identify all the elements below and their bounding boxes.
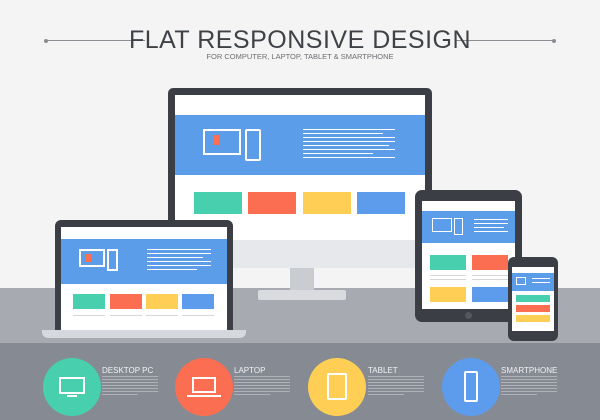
smartphone-screen xyxy=(512,267,554,331)
device-label: DESKTOP PC xyxy=(102,366,154,375)
smartphone-icon xyxy=(245,129,261,161)
title-dot-left xyxy=(44,38,48,43)
placeholder-text-line xyxy=(102,394,138,395)
placeholder-text-line xyxy=(102,391,158,392)
placeholder-text-line xyxy=(368,394,404,395)
placeholder-text-line xyxy=(234,391,290,392)
placeholder-text-line xyxy=(368,376,424,377)
desktop-screen xyxy=(175,95,425,240)
placeholder-text-line xyxy=(234,382,290,383)
placeholder-text-line xyxy=(501,379,557,380)
placeholder-text-line xyxy=(368,382,424,383)
tablet-icon xyxy=(327,373,347,400)
placeholder-text-line xyxy=(102,376,158,377)
placeholder-text-line xyxy=(234,394,270,395)
tablet xyxy=(415,190,522,322)
placeholder-text-line xyxy=(501,388,557,389)
placeholder-text-line xyxy=(234,385,290,386)
placeholder-text-line xyxy=(234,376,290,377)
tablet-screen xyxy=(422,201,515,309)
hero-banner xyxy=(175,115,425,175)
laptop-icon xyxy=(192,377,216,393)
device-label: LAPTOP xyxy=(234,366,266,375)
laptop-screen xyxy=(61,227,227,332)
placeholder-text-line xyxy=(501,391,557,392)
device-label: SMARTPHONE xyxy=(501,366,558,375)
placeholder-text-line xyxy=(102,382,158,383)
placeholder-text-line xyxy=(368,388,424,389)
page-subtitle: FOR COMPUTER, LAPTOP, TABLET & SMARTPHON… xyxy=(206,52,394,61)
desktop-pc-badge xyxy=(43,358,101,416)
monitor-icon xyxy=(203,129,241,155)
placeholder-text-line xyxy=(368,379,424,380)
smartphone xyxy=(508,257,558,341)
placeholder-text-line xyxy=(368,391,424,392)
placeholder-text-line xyxy=(501,385,557,386)
smartphone-badge xyxy=(442,358,500,416)
placeholder-text-line xyxy=(234,379,290,380)
title-dot-right xyxy=(552,38,556,43)
laptop-base xyxy=(42,330,246,338)
placeholder-text-line xyxy=(368,385,424,386)
page-title: FLAT RESPONSIVE DESIGN xyxy=(128,26,472,54)
placeholder-text-line xyxy=(102,385,158,386)
placeholder-text-line xyxy=(501,376,557,377)
placeholder-text-line xyxy=(501,382,557,383)
laptop xyxy=(55,220,233,332)
tablet-badge xyxy=(308,358,366,416)
laptop-badge xyxy=(175,358,233,416)
title-rule-left xyxy=(47,40,145,41)
smartphone-icon xyxy=(464,371,478,402)
monitor-icon xyxy=(59,377,85,394)
monitor-base xyxy=(258,290,346,300)
placeholder-text-line xyxy=(102,388,158,389)
device-label: TABLET xyxy=(368,366,398,375)
title-rule-right xyxy=(455,40,553,41)
placeholder-text-line xyxy=(102,379,158,380)
placeholder-text-line xyxy=(234,388,290,389)
placeholder-text-line xyxy=(501,394,537,395)
